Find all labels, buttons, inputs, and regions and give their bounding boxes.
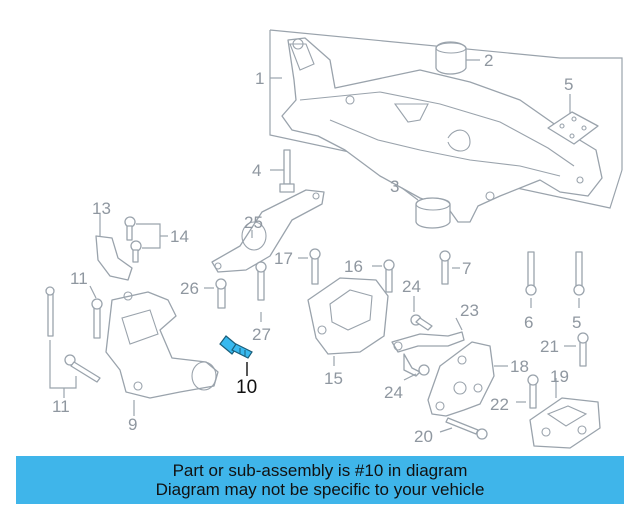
- bolt-7: [439, 250, 460, 285]
- callout-8: 5: [564, 75, 573, 94]
- callout-13: 13: [92, 199, 111, 218]
- callout-2: 2: [484, 51, 493, 70]
- callout-21: 21: [540, 337, 559, 356]
- bolt-5: [573, 251, 585, 308]
- callout-19: 19: [550, 367, 569, 386]
- parts-diagram: 1 2 3 4 5 13 14: [45, 29, 623, 449]
- callout-3: 3: [390, 177, 399, 196]
- bolt-26: [204, 278, 227, 309]
- callout-6: 6: [524, 313, 533, 332]
- bracket-18: [427, 341, 508, 417]
- bolt-10-highlighted: [219, 335, 253, 376]
- torque-arm-25: [211, 189, 325, 273]
- callout-23: 23: [460, 301, 479, 320]
- callout-15: 15: [324, 369, 343, 388]
- callout-14: 14: [170, 227, 189, 246]
- callout-9: 9: [128, 415, 137, 434]
- bolt-21: [564, 332, 589, 367]
- bolt-11b: [64, 354, 101, 383]
- bolt-24-lower: [403, 364, 430, 381]
- callout-10: 10: [236, 377, 257, 398]
- callout-1: 1: [255, 69, 264, 88]
- callout-25: 25: [244, 213, 263, 232]
- callout-11: 11: [52, 397, 70, 416]
- callout-7: 7: [462, 259, 471, 278]
- banner-line-2: Diagram may not be specific to your vehi…: [155, 480, 485, 499]
- callout-5: 5: [572, 313, 581, 332]
- callout-27: 27: [252, 325, 271, 344]
- callout-22: 22: [490, 395, 509, 414]
- callout-20: 20: [414, 427, 433, 446]
- bolt-16: [372, 259, 395, 293]
- bolt-14b: [130, 240, 142, 263]
- bushing-3: [401, 187, 451, 229]
- engine-mount-9: [105, 291, 219, 416]
- banner-line-1: Part or sub-assembly is #10 in diagram: [172, 461, 468, 480]
- bolt-6: [525, 251, 537, 308]
- bolt-11a: [45, 286, 55, 337]
- info-banner: Part or sub-assembly is #10 in diagram D…: [16, 456, 624, 504]
- transmission-mount-15: [307, 277, 389, 366]
- callout-24-upper: 24: [402, 277, 421, 296]
- bolt-20: [439, 417, 488, 440]
- bolt-4: [270, 149, 295, 193]
- bolt-22: [516, 374, 539, 409]
- link-23: [391, 317, 465, 377]
- callout-4: 4: [252, 161, 261, 180]
- bolt-17: [298, 248, 321, 285]
- bolt-14a: [124, 216, 136, 241]
- bracket-13: [95, 214, 133, 281]
- bolt-24-upper: [410, 296, 433, 331]
- mount-block-19: [529, 378, 601, 449]
- plate-8: [547, 94, 599, 145]
- bolt-12: [89, 285, 103, 339]
- callout-26: 26: [180, 279, 199, 298]
- callout-16: 16: [344, 257, 363, 276]
- callout-24-lower: 24: [384, 383, 403, 402]
- callout-18: 18: [510, 357, 529, 376]
- callout-17: 17: [274, 249, 293, 268]
- front-subframe: [281, 37, 603, 223]
- callout-12: 11: [70, 269, 88, 288]
- bolt-27: [255, 261, 267, 322]
- bushing-2: [435, 41, 480, 75]
